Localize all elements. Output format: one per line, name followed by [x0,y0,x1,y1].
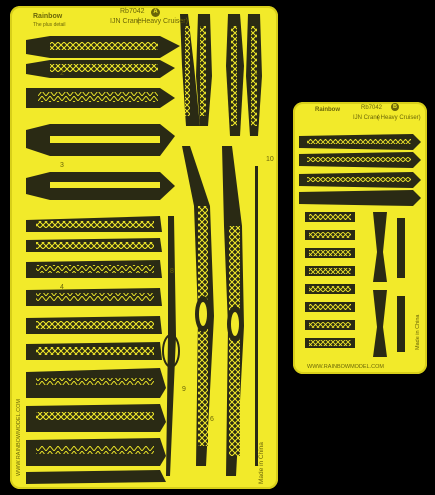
made-in-label: Made in China [258,442,265,484]
website-label: WWW.RAINBOWMODEL.COM [307,364,384,370]
part-number: 3 [60,162,64,169]
boom-part-rows [26,36,180,484]
brand-label: Rainbow [315,107,340,113]
subject-paren-label: ( Heavy Cruiser) [377,115,421,121]
part-number: 4 [60,284,64,291]
part-number: 9 [182,386,186,393]
subject-label: IJN Crane [110,18,142,25]
fret-b-small-parts [305,212,405,357]
part-number: 1 [254,70,258,77]
part-number: 6 [210,416,214,423]
crane-jibs [162,146,258,476]
sheet-letter-badge: A [151,8,160,17]
brand-label: Rainbow [33,13,63,20]
sheet-letter-badge: B [391,103,399,111]
photo-etch-fret-a: Rainbow The plus detail Rb7042 A IJN Cra… [10,6,278,489]
photo-etch-fret-b: Rainbow Rb7042 B IJN Crane ( Heavy Cruis… [293,102,427,374]
part-number: 10 [266,156,274,163]
fret-b-parts [299,134,421,357]
subject-paren-label: ( Heavy Cruiser) [137,18,188,25]
made-in-label: Made in China [415,314,421,350]
part-number: 2 [60,70,64,77]
subject-label: IJN Crane [353,115,381,121]
fret-b-booms [299,134,421,206]
fret-a-parts [26,14,262,484]
part-number: 8 [170,268,174,275]
tagline-label: The plus detail [33,22,66,28]
part-code: Rb7042 [361,105,383,111]
vertical-members-top [180,14,262,136]
website-label: WWW.RAINBOWMODEL.COM [16,399,22,476]
part-code: Rb7042 [120,8,145,15]
